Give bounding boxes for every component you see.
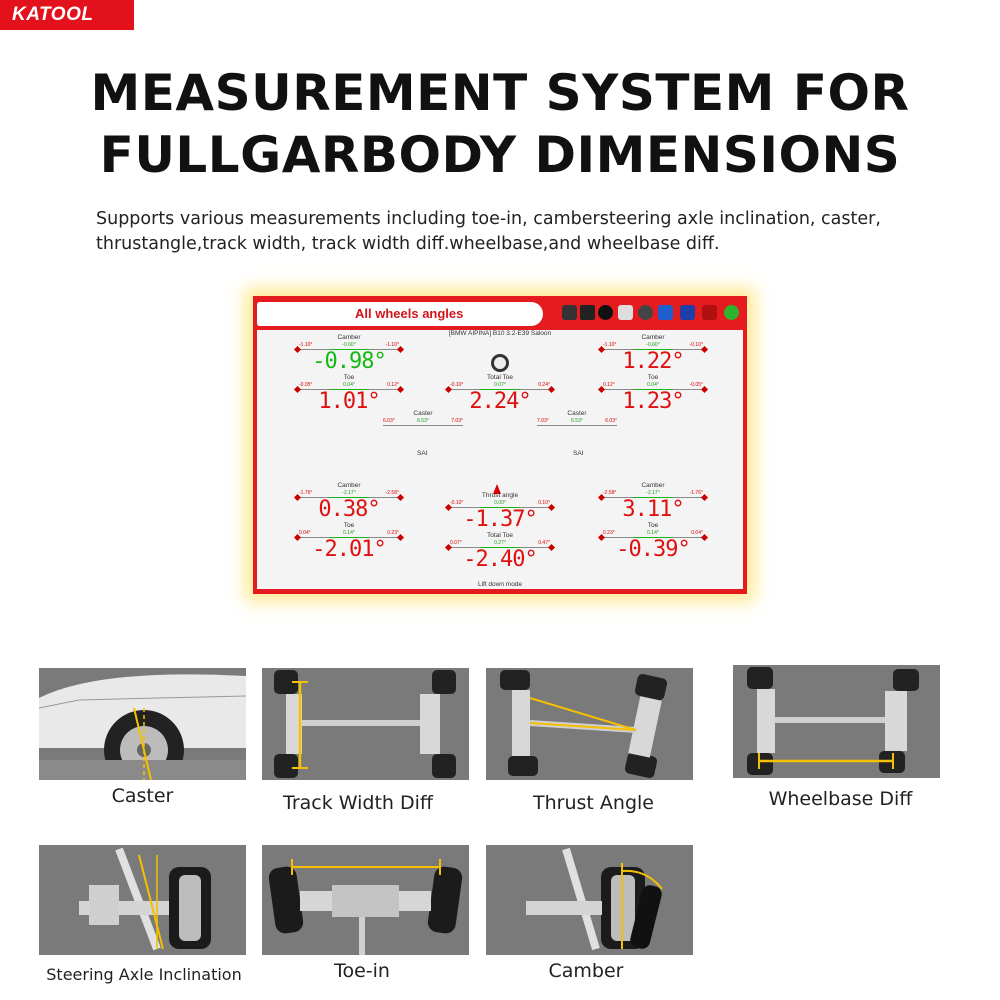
rr-toe-label: Toe <box>647 522 659 529</box>
thrust-angle-value: -1.37° <box>463 507 537 532</box>
steering-axle-inclination-illustration <box>79 847 211 951</box>
caster-left: Caster 6.03° 6.53° 7.03° <box>383 410 463 426</box>
camber-caption: Camber <box>548 960 624 982</box>
rear-total-toe-value: -2.40° <box>463 547 537 572</box>
rear-right-block: Camber -2.58° -2.17° -1.76° 3.11° Toe 0.… <box>597 482 709 562</box>
fr-camber-label: Camber <box>641 334 665 341</box>
fr-toe-value: 1.23° <box>622 389 684 414</box>
toe-in-caption: Toe-in <box>334 960 390 982</box>
front-total-toe-value: 2.24° <box>469 389 531 414</box>
track-width-diff-illustration <box>274 670 456 778</box>
fl-camber-label: Camber <box>337 334 361 341</box>
screen-toolbar <box>562 302 744 324</box>
fr-camber-value: 1.22° <box>622 349 684 374</box>
fl-toe-range: -0.05° 0.04° 0.12° <box>293 382 405 394</box>
steering-icon[interactable] <box>562 305 577 320</box>
rr-camber-label: Camber <box>641 482 665 489</box>
lift-mode-label: Lift down mode <box>477 581 523 588</box>
lift-icon[interactable] <box>580 305 595 320</box>
steering-wheel-icon[interactable] <box>638 305 653 320</box>
sensor-icon[interactable] <box>618 305 633 320</box>
headline-line-2: FULLGARBODY DIMENSIONS <box>99 126 901 184</box>
thrust-angle-range: -0.10° 0.00° 0.10° <box>444 500 556 512</box>
tab-all-wheels-angles[interactable]: All wheels angles <box>257 302 543 326</box>
rr-toe-range: 0.23° 0.14° 0.04° <box>597 530 709 542</box>
caster-right: Caster 7.03° 6.53° 6.03° <box>537 410 617 426</box>
wheel-icon[interactable] <box>598 305 613 320</box>
car-red-icon[interactable] <box>702 305 717 320</box>
headline-line-1: MEASUREMENT SYSTEM FOR <box>90 64 910 122</box>
toe-in-illustration <box>268 859 463 955</box>
front-right-block: Camber -1.10° -0.60° -0.10° 1.22° Toe 0.… <box>597 334 709 414</box>
steering-axle-inclination-caption: Steering Axle Inclination <box>46 965 242 984</box>
rr-camber-range: -2.58° -2.17° -1.76° <box>597 490 709 502</box>
measurement-panel: [BMW AIPINA] B10 3.2-E39 Saloon Camber -… <box>257 330 743 589</box>
rear-total-toe-range: 0.07° 0.27° 0.47° <box>444 540 556 552</box>
thrust-angle-caption: Thrust Angle <box>533 792 654 814</box>
check-icon[interactable] <box>724 305 739 320</box>
rl-camber-label: Camber <box>337 482 361 489</box>
fr-toe-range: 0.12° 0.04° -0.05° <box>597 382 709 394</box>
rl-toe-range: 0.04° 0.14° 0.23° <box>293 530 405 542</box>
description: Supports various measurements including … <box>96 207 976 257</box>
steering-wheel-icon <box>491 354 509 372</box>
rl-toe-value: -2.01° <box>312 537 386 562</box>
fr-camber-range: -1.10° -0.60° -0.10° <box>597 342 709 354</box>
wheelbase-diff-illustration <box>747 667 919 775</box>
toe-in-tile <box>262 845 469 955</box>
thrust-arrow-icon <box>493 484 501 494</box>
rl-camber-range: -1.76° -2.17° -2.58° <box>293 490 405 502</box>
rear-left-block: Camber -1.76° -2.17° -2.58° 0.38° Toe 0.… <box>293 482 405 562</box>
steering-axle-inclination-tile <box>39 845 246 955</box>
fr-toe-label: Toe <box>647 374 659 381</box>
alignment-screen: All wheels angles [BMW AIPINA] B10 3.2-E… <box>253 296 747 594</box>
wheelbase-diff-tile <box>733 665 940 778</box>
caster-illustration <box>39 674 246 780</box>
front-left-block: Camber -1.10° -0.60° -1.10° -0.98° Toe -… <box>293 334 405 414</box>
description-line-1: Supports various measurements including … <box>96 209 881 229</box>
rl-toe-label: Toe <box>343 522 355 529</box>
camber-illustration <box>526 847 663 951</box>
caster-caption: Caster <box>111 785 174 807</box>
fl-camber-range: -1.10° -0.60° -1.10° <box>293 342 405 354</box>
thrust-angle-label: Thrust angle <box>481 492 519 499</box>
headline: MEASUREMENT SYSTEM FOR FULLGARBODY DIMEN… <box>0 62 1000 186</box>
rear-total-toe-label: Total Toe <box>487 532 513 539</box>
vehicle-label: [BMW AIPINA] B10 3.2-E39 Saloon <box>448 330 552 337</box>
thrust-angle-tile <box>486 668 693 780</box>
brand-logo: KATOOL <box>0 0 134 30</box>
description-line-2: thrustangle,track width, track width dif… <box>96 234 720 254</box>
track-width-diff-tile <box>262 668 469 780</box>
sai-right: SAI <box>573 450 584 457</box>
rr-toe-value: -0.39° <box>616 537 690 562</box>
thrust-angle-illustration <box>500 670 668 778</box>
sai-left: SAI <box>417 450 428 457</box>
fl-camber-value: -0.98° <box>312 349 386 374</box>
front-total-toe-range: -0.10° 0.07° 0.24° <box>444 382 556 394</box>
car-side-icon[interactable] <box>680 305 695 320</box>
wheelbase-diff-caption: Wheelbase Diff <box>768 788 913 810</box>
front-total-toe-block: Total Toe -0.10° 0.07° 0.24° 2.24° <box>444 374 556 414</box>
car-blue-icon[interactable] <box>658 305 673 320</box>
fl-toe-label: Toe <box>343 374 355 381</box>
caster-tile <box>39 668 246 780</box>
rr-camber-value: 3.11° <box>622 497 684 522</box>
camber-tile <box>486 845 693 955</box>
front-total-toe-label: Total Toe <box>487 374 513 381</box>
rl-camber-value: 0.38° <box>318 497 380 522</box>
rear-center-block: Thrust angle -0.10° 0.00° 0.10° -1.37° T… <box>444 492 556 572</box>
fl-toe-value: 1.01° <box>318 389 380 414</box>
track-width-diff-caption: Track Width Diff <box>283 792 433 814</box>
